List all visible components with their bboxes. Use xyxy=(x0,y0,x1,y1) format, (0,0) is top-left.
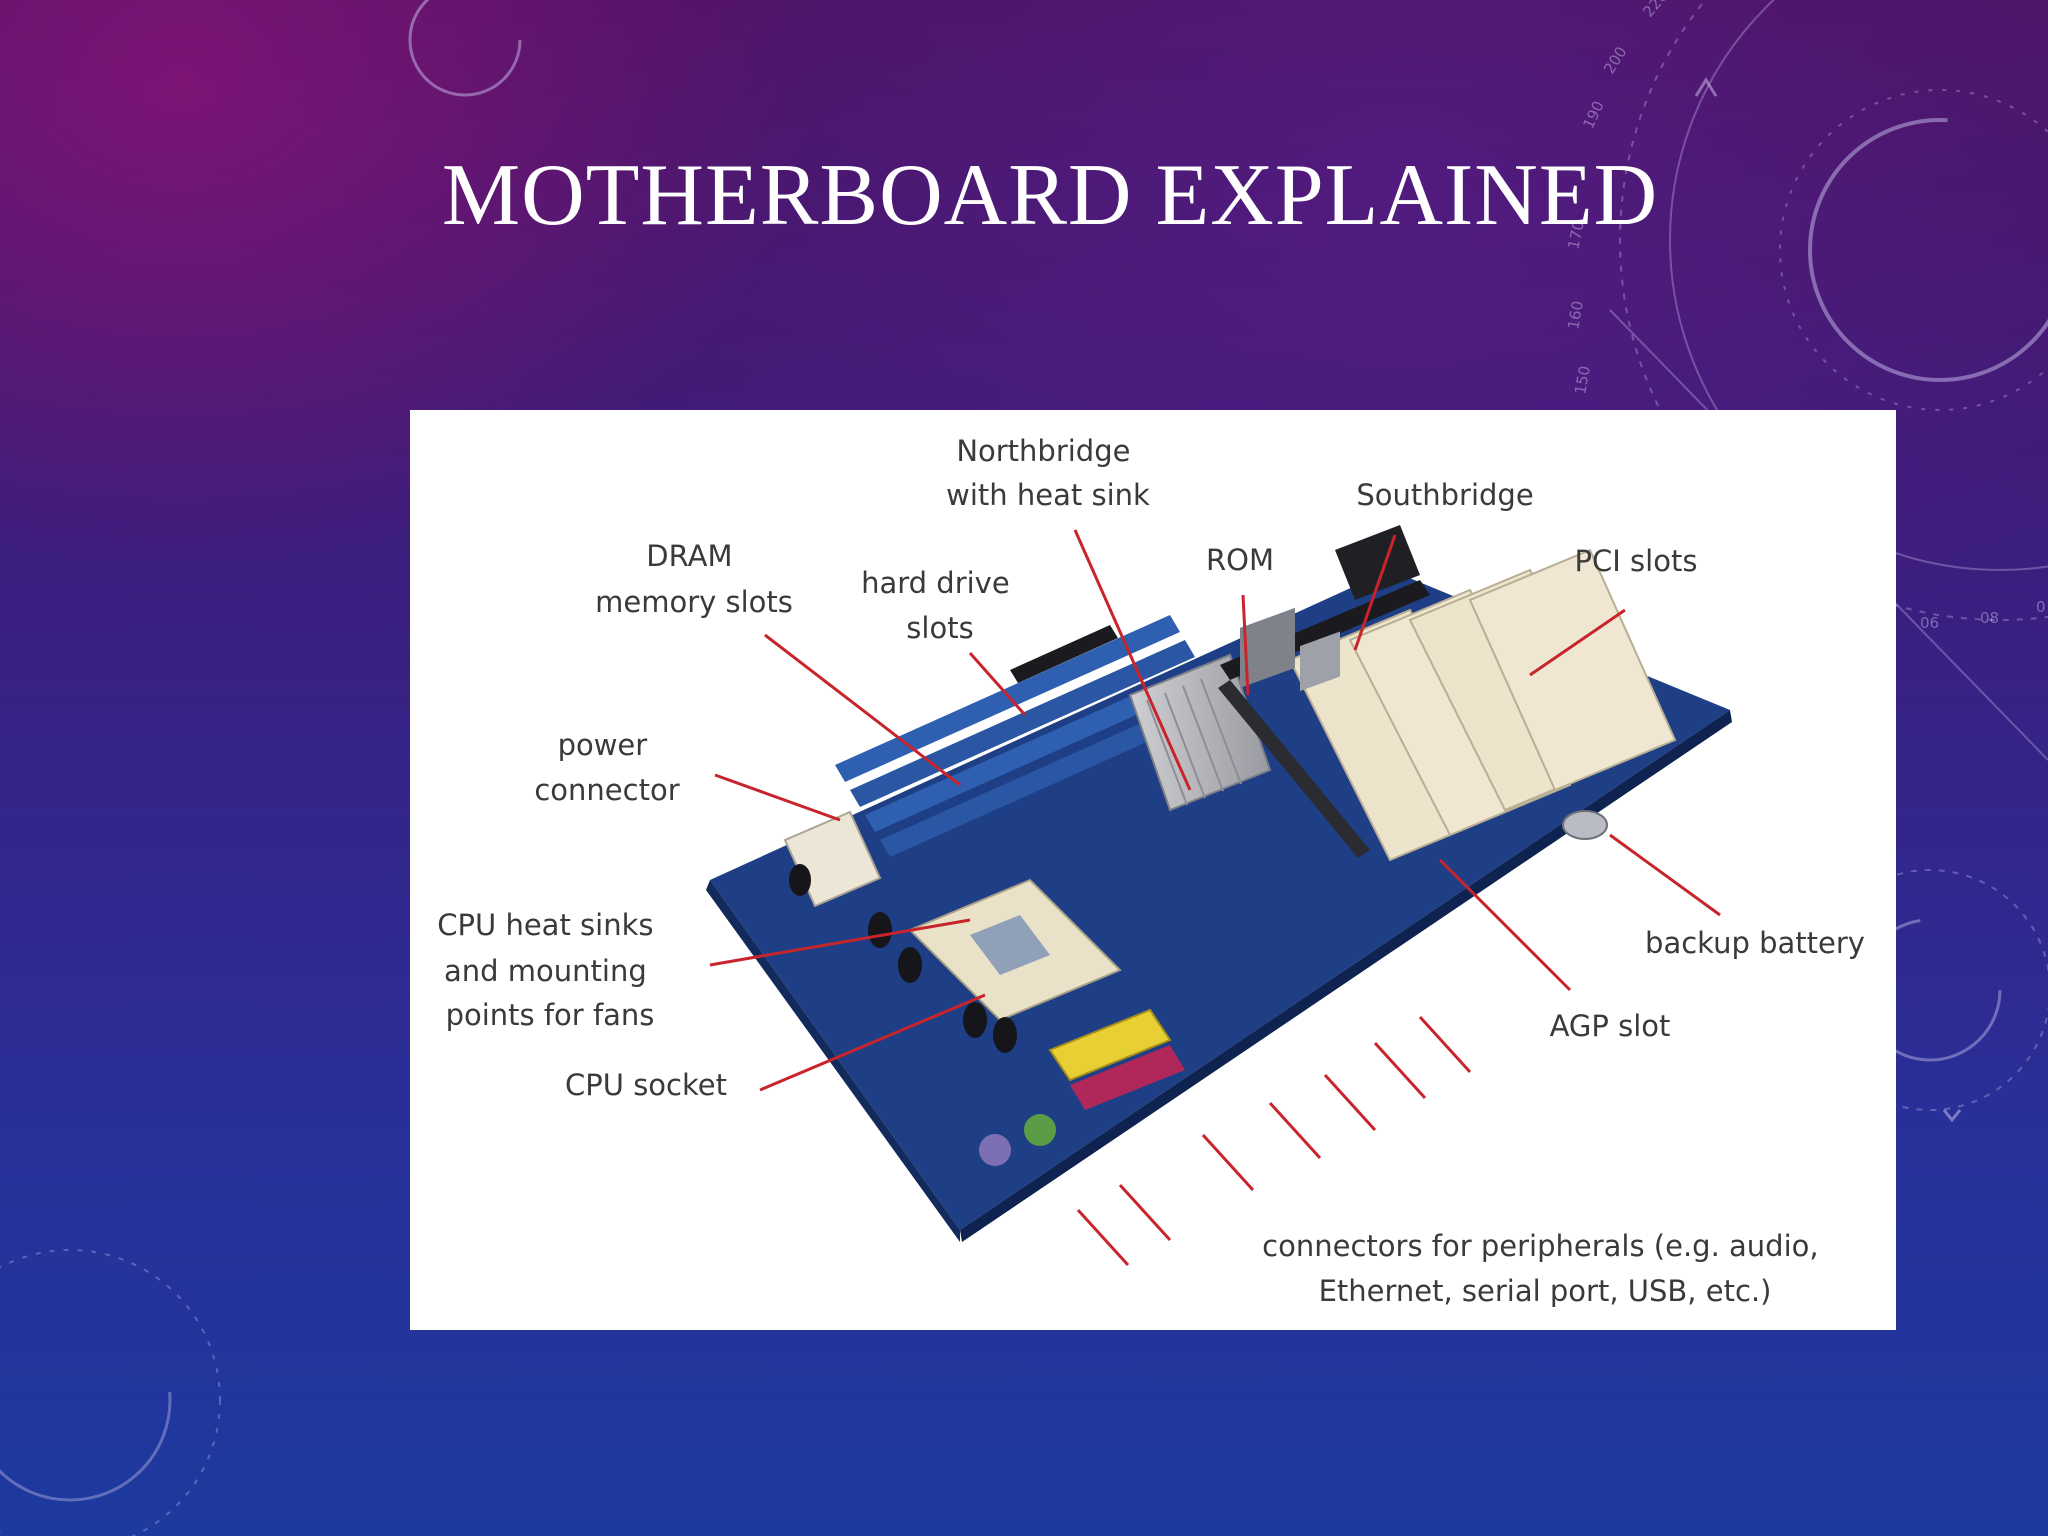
arrow-peripheral xyxy=(1201,1133,1255,1192)
arrow-cpu-socket xyxy=(759,993,986,1092)
arrow-peripheral xyxy=(1373,1041,1427,1100)
heat-sink-fin xyxy=(1182,685,1224,792)
arrow-cpu-heat xyxy=(709,918,971,967)
capacitor xyxy=(898,947,922,983)
arrow-peripheral xyxy=(1418,1015,1472,1074)
label-cpu-heat: CPU heat sinks and mounting points for f… xyxy=(437,908,662,1032)
heat-sink-fin xyxy=(1164,692,1206,799)
diagram-panel: Northbridge with heat sink Southbridge D… xyxy=(410,410,1896,1330)
arrow-peripheral xyxy=(1076,1208,1130,1267)
dial-number: 0 xyxy=(2036,598,2046,616)
arrow-peripheral xyxy=(1268,1101,1322,1160)
label-connectors: connectors for peripherals (e.g. audio, … xyxy=(1262,1229,1828,1308)
motherboard-edge xyxy=(960,710,1732,1242)
label-hard-drive: hard drive slots xyxy=(861,566,1019,645)
label-arrows xyxy=(709,529,1721,1267)
arrow-rom xyxy=(1241,594,1250,696)
pci-slot xyxy=(1468,548,1677,792)
dial-ring xyxy=(408,0,522,97)
label-rom: ROM xyxy=(1206,543,1274,577)
heat-sink-fin xyxy=(1146,699,1188,806)
motherboard-diagram: Northbridge with heat sink Southbridge D… xyxy=(437,434,1865,1308)
label-southbridge: Southbridge xyxy=(1356,478,1533,512)
dial-number: 190 xyxy=(1579,98,1607,132)
motherboard-edge xyxy=(706,880,960,1242)
dram-slot xyxy=(880,690,1225,857)
arrow-hard-drive xyxy=(968,652,1027,716)
dial-number: 150 xyxy=(1571,364,1594,395)
dial-number: 08 xyxy=(1980,609,1999,627)
dial-ring xyxy=(1808,118,2048,382)
dram-slot xyxy=(835,615,1180,782)
label-pci: PCI slots xyxy=(1575,544,1698,578)
dram-slot xyxy=(865,665,1210,832)
arrow-dram xyxy=(764,633,961,787)
ps2-port xyxy=(1024,1114,1056,1146)
dial-chevron xyxy=(1694,77,1718,97)
label-backup-battery: backup battery xyxy=(1645,926,1865,960)
usb-port xyxy=(1300,631,1340,692)
arrow-power xyxy=(714,773,841,822)
slide-title: MOTHERBOARD EXPLAINED xyxy=(441,147,1659,244)
parallel-port xyxy=(1048,1008,1172,1082)
dial-number: 170 xyxy=(1564,219,1588,251)
ethernet-port xyxy=(1240,607,1295,688)
label-cpu-socket: CPU socket xyxy=(565,1068,727,1102)
cpu-socket xyxy=(908,878,1122,1022)
dial-number: 160 xyxy=(1564,299,1587,330)
ide-connector xyxy=(1010,625,1118,683)
dial-number: 06 xyxy=(1920,614,1939,632)
label-power: power connector xyxy=(534,728,679,807)
arrow-peripheral xyxy=(1323,1073,1377,1132)
capacitors xyxy=(789,864,1017,1053)
arrow-backup-battery xyxy=(1609,833,1721,917)
dial-ring xyxy=(1619,0,2048,621)
label-agp: AGP slot xyxy=(1550,1009,1671,1043)
dial-ring xyxy=(1669,0,2048,571)
label-dram: DRAM memory slots xyxy=(595,539,793,619)
dial-number: 200 xyxy=(1600,43,1630,77)
arrow-peripheral xyxy=(1118,1183,1172,1242)
ps2-port xyxy=(979,1134,1011,1166)
arrow-southbridge xyxy=(1353,534,1397,651)
pci-slots xyxy=(1288,548,1677,862)
arrow-northbridge xyxy=(1073,529,1192,791)
southbridge-chip xyxy=(1335,525,1420,600)
backup-battery xyxy=(1562,810,1608,840)
cpu-socket-core xyxy=(970,915,1050,975)
label-northbridge: Northbridge with heat sink xyxy=(946,434,1150,512)
capacitor xyxy=(963,1002,987,1038)
dial-chevron xyxy=(1942,1109,1962,1123)
dial-ring xyxy=(0,1249,221,1536)
capacitor xyxy=(789,864,811,896)
serial-port xyxy=(1070,1045,1185,1110)
dial-ring xyxy=(0,1298,172,1502)
dial-ring xyxy=(1809,869,2048,1111)
arrow-agp xyxy=(1438,858,1572,992)
agp-slot-long xyxy=(1218,680,1370,858)
capacitor xyxy=(868,912,892,948)
dial-number: 220 xyxy=(1639,0,1671,21)
heat-sink-fin xyxy=(1200,678,1242,785)
arrow-pci xyxy=(1529,608,1626,677)
capacitor xyxy=(993,1017,1017,1053)
